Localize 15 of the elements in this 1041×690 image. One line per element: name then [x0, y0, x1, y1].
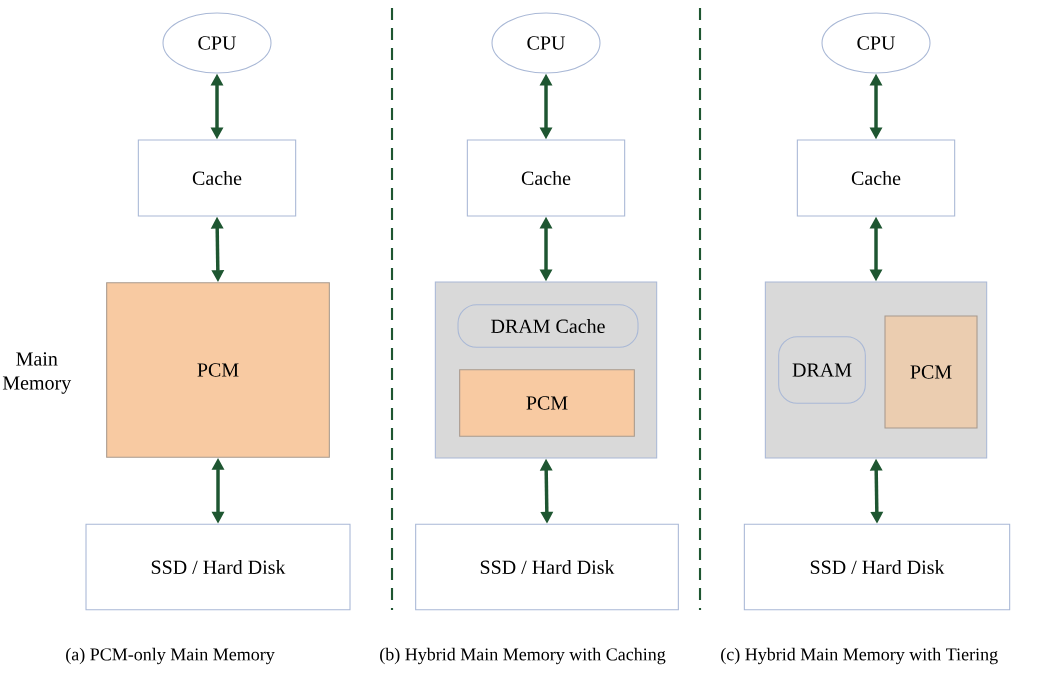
subfigure-caption: (a) PCM-only Main Memory — [66, 647, 275, 665]
memory-box: DRAM — [778, 336, 866, 404]
memory-box: DRAM Cache — [457, 304, 639, 348]
process-box: Cache — [137, 139, 297, 217]
process-box: Cache — [796, 139, 956, 217]
process-box: SSD / Hard Disk — [415, 523, 679, 611]
process-box: SSD / Hard Disk — [85, 523, 351, 611]
memory-box: PCM — [459, 369, 635, 437]
memory-box: PCM — [884, 315, 978, 429]
process-box: SSD / Hard Disk — [743, 523, 1011, 611]
side-label: Main Memory — [2, 352, 72, 394]
process-box: Cache — [466, 139, 626, 217]
subfigure-caption: (c) Hybrid Main Memory with Tiering — [721, 647, 998, 665]
memory-box: PCM — [106, 282, 330, 458]
subfigure-caption: (b) Hybrid Main Memory with Caching — [380, 647, 666, 665]
